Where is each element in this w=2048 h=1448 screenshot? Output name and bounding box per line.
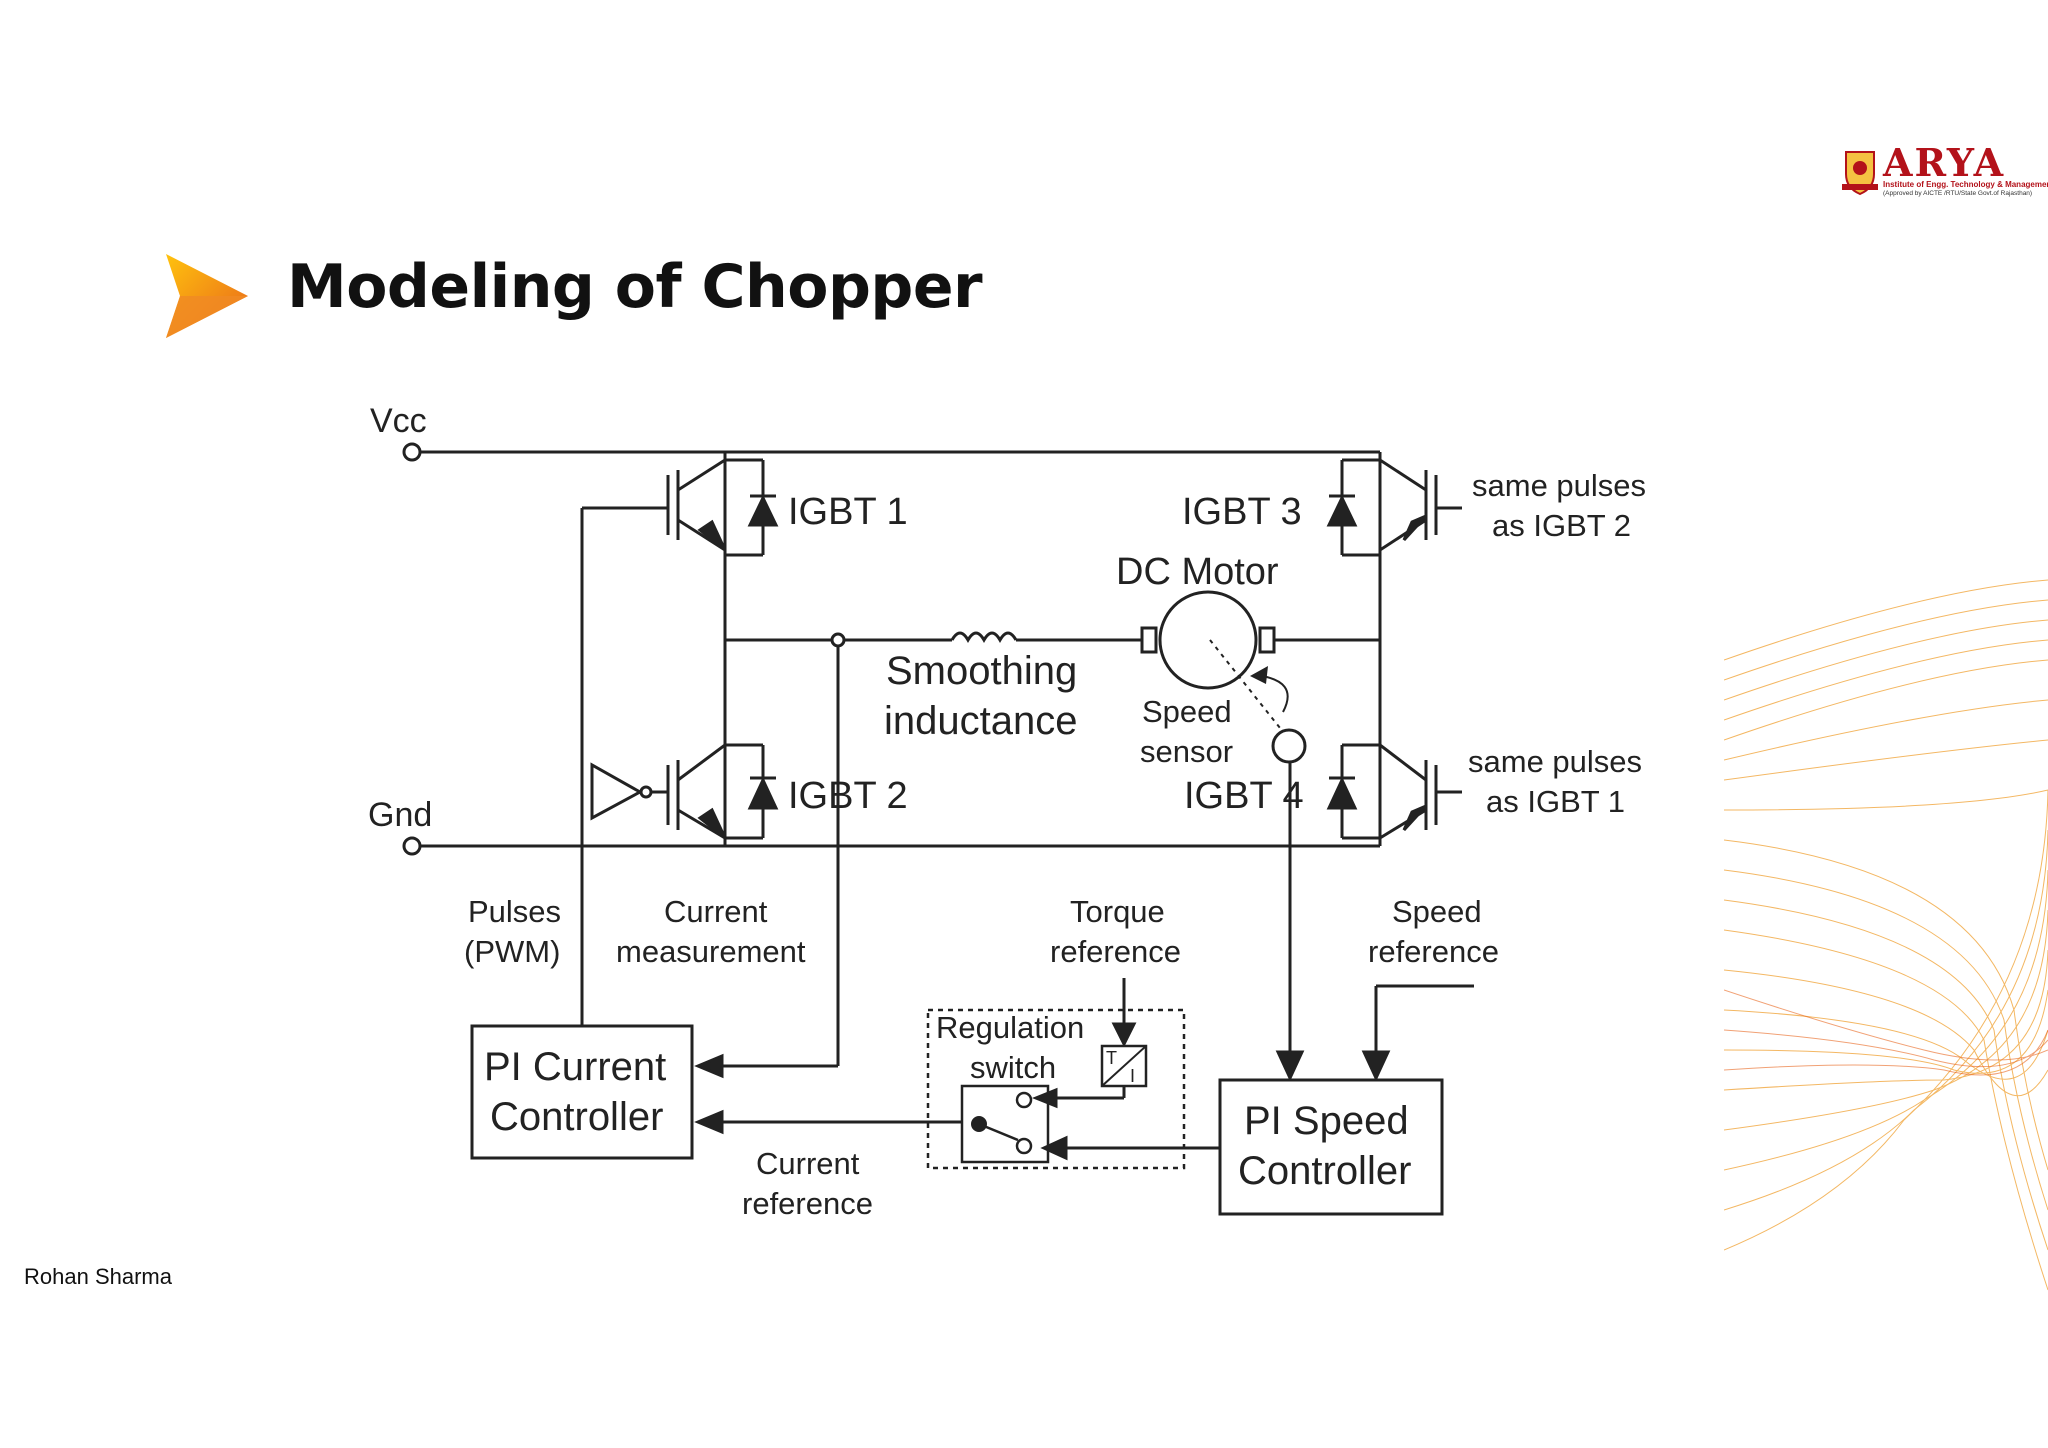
same-pulses-top-2: as IGBT 2 <box>1492 508 1631 543</box>
current-reference-label-2: reference <box>742 1186 873 1221</box>
gnd-label: Gnd <box>368 796 432 834</box>
chopper-circuit-diagram: Vcc Gnd IGBT 1 IGBT 2 IGBT 3 IGBT 4 same… <box>368 402 1646 1221</box>
pi-speed-label-1: PI Speed <box>1244 1099 1409 1143</box>
vcc-terminal <box>402 442 422 462</box>
speed-sensor-label-1: Speed <box>1142 694 1232 729</box>
regulation-switch-label-2: switch <box>970 1050 1056 1085</box>
speed-reference-label-1: Speed <box>1392 894 1482 929</box>
pulses-label-2: (PWM) <box>464 934 560 969</box>
pi-current-controller <box>470 1024 694 1160</box>
pi-speed-label-2: Controller <box>1238 1149 1411 1193</box>
igbt2-symbol <box>666 743 779 840</box>
igbt3-symbol <box>1326 458 1462 557</box>
same-pulses-bot-2: as IGBT 1 <box>1486 784 1625 819</box>
current-reference-label-1: Current <box>756 1146 860 1181</box>
switch-symbol <box>960 1084 1050 1164</box>
arya-crest-icon <box>1842 151 1878 196</box>
pi-current-label-2: Controller <box>490 1095 663 1139</box>
regulation-switch-label-1: Regulation <box>936 1010 1084 1045</box>
dc-motor-symbol <box>1158 590 1258 690</box>
igbt2-label: IGBT 2 <box>788 775 908 817</box>
igbt4-symbol <box>1326 743 1462 840</box>
vcc-label: Vcc <box>370 402 427 440</box>
title-arrow-icon <box>166 254 248 338</box>
dc-motor-label: DC Motor <box>1116 551 1279 593</box>
smoothing-label-2: inductance <box>884 699 1077 743</box>
same-pulses-top-1: same pulses <box>1472 468 1646 503</box>
converter-t-label: T <box>1106 1048 1117 1068</box>
converter-i-label: I <box>1130 1066 1135 1086</box>
smoothing-inductor <box>950 631 1018 644</box>
pi-current-label-1: PI Current <box>484 1045 666 1089</box>
smoothing-label-1: Smoothing <box>886 649 1077 693</box>
decorative-swirl <box>1724 579 2048 1291</box>
speed-sensor-label-2: sensor <box>1140 734 1233 769</box>
current-sensor-node <box>830 632 846 648</box>
torque-reference-label-2: reference <box>1050 934 1181 969</box>
gnd-terminal <box>402 836 422 856</box>
logo-name: ARYA <box>1883 140 2006 185</box>
logo-subtitle: Institute of Engg. Technology & Manageme… <box>1883 180 2048 189</box>
pi-speed-controller <box>1218 1078 1444 1216</box>
slide-title: Modeling of Chopper <box>287 252 983 322</box>
logo-approval: (Approved by AICTE /RTU/State Govt.of Ra… <box>1883 190 2033 197</box>
speed-reference-label-2: reference <box>1368 934 1499 969</box>
current-measurement-label-2: measurement <box>616 934 806 969</box>
igbt1-symbol <box>582 458 779 557</box>
current-measurement-label-1: Current <box>664 894 768 929</box>
igbt4-label: IGBT 4 <box>1184 775 1304 817</box>
footer-author: Rohan Sharma <box>24 1264 172 1289</box>
igbt3-label: IGBT 3 <box>1182 491 1302 533</box>
pulses-label-1: Pulses <box>468 894 561 929</box>
regulation-switch-box <box>926 1008 1186 1170</box>
igbt1-label: IGBT 1 <box>788 491 908 533</box>
inverter-symbol <box>590 762 668 821</box>
same-pulses-bot-1: same pulses <box>1468 744 1642 779</box>
speed-sensor-symbol <box>1271 728 1307 764</box>
torque-reference-label-1: Torque <box>1070 894 1165 929</box>
